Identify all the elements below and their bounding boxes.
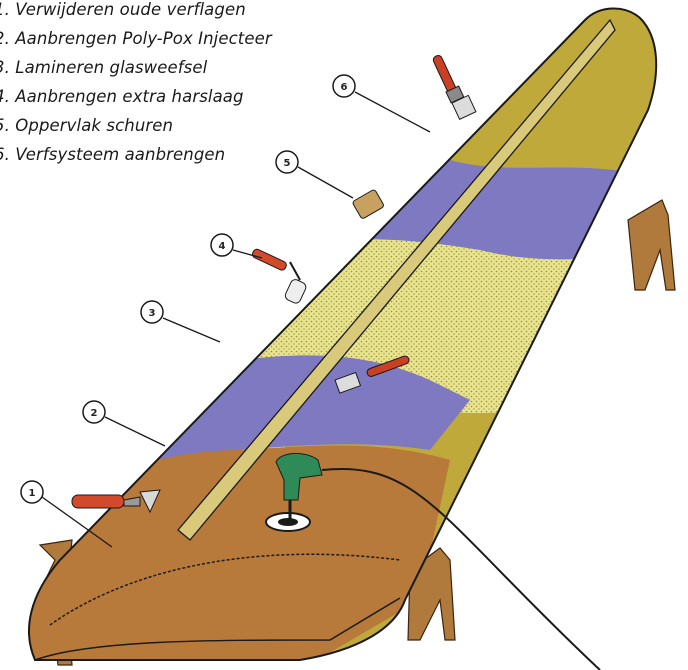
callout-number: 1	[29, 488, 36, 499]
legend-item-4: 4. Aanbrengen extra harslaag	[0, 82, 272, 111]
paintbrush-icon	[432, 54, 476, 119]
callout-number: 2	[91, 408, 98, 419]
callout-number: 4	[219, 241, 226, 252]
callout-6: 6	[333, 75, 430, 132]
callout-number: 6	[341, 82, 348, 93]
callout-5: 5	[276, 151, 353, 198]
legend-item-2: 2. Aanbrengen Poly-Pox Injecteer	[0, 24, 272, 53]
callout-2: 2	[83, 401, 165, 446]
callout-1: 1	[21, 481, 112, 547]
roller-icon	[251, 248, 307, 305]
steps-legend: 1. Verwijderen oude verflagen 2. Aanbren…	[0, 0, 272, 169]
callout-number: 3	[149, 308, 156, 319]
legend-item-1: 1. Verwijderen oude verflagen	[0, 0, 272, 24]
legend-item-5: 5. Oppervlak schuren	[0, 111, 272, 140]
legend-item-6: 6. Verfsysteem aanbrengen	[0, 140, 272, 169]
callout-3: 3	[141, 301, 220, 342]
callout-number: 5	[284, 158, 291, 169]
sanding-block-icon	[352, 189, 385, 219]
legend-item-3: 3. Lamineren glasweefsel	[0, 53, 272, 82]
